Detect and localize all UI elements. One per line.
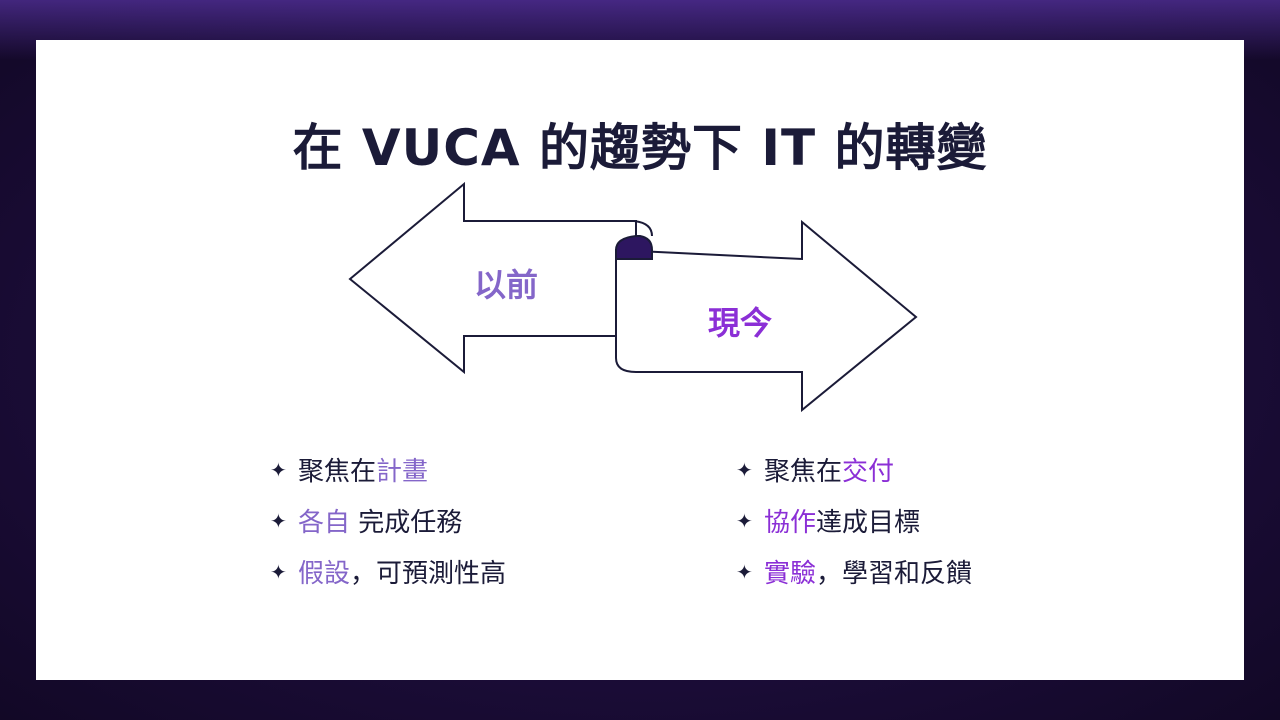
item-text: ，可預測性高 xyxy=(350,559,507,589)
slide-title: 在 VUCA 的趨勢下 IT 的轉變 xyxy=(292,119,988,177)
list-item: ✦ 協作達成目標 xyxy=(736,495,972,546)
list-item: ✦ 聚焦在交付 xyxy=(736,444,972,495)
arrow-diagram xyxy=(348,181,918,413)
four-pointed-star-icon: ✦ xyxy=(270,457,287,482)
item-highlight: 各自 xyxy=(298,508,351,538)
ribbon-top-edge xyxy=(633,220,653,237)
arrow-label-present: 現今 xyxy=(708,304,773,342)
list-item: ✦ 聚焦在計畫 xyxy=(270,444,506,495)
list-item: ✦ 假設，可預測性高 xyxy=(270,546,506,597)
list-item: ✦ 實驗，學習和反饋 xyxy=(736,546,972,597)
present-list: ✦ 聚焦在交付 ✦ 協作達成目標 ✦ 實驗，學習和反饋 xyxy=(736,444,972,597)
four-pointed-star-icon: ✦ xyxy=(270,508,287,533)
item-text: 完成任務 xyxy=(350,508,463,538)
item-text: 達成目標 xyxy=(816,508,921,538)
slide: 在 VUCA 的趨勢下 IT 的轉變 以前 現今 ✦ 聚焦在計畫 ✦ 各自 完成… xyxy=(36,40,1244,680)
past-list: ✦ 聚焦在計畫 ✦ 各自 完成任務 ✦ 假設，可預測性高 xyxy=(270,444,506,597)
item-highlight: 交付 xyxy=(842,457,895,487)
arrow-label-past: 以前 xyxy=(474,266,539,304)
four-pointed-star-icon: ✦ xyxy=(736,508,753,533)
four-pointed-star-icon: ✦ xyxy=(736,457,753,482)
item-highlight: 協作 xyxy=(764,508,817,538)
right-arrow-shape xyxy=(615,219,918,413)
item-text: 聚焦在 xyxy=(298,457,377,487)
item-text: 聚焦在 xyxy=(764,457,843,487)
item-text: ，學習和反饋 xyxy=(816,559,973,589)
four-pointed-star-icon: ✦ xyxy=(736,559,753,584)
list-item: ✦ 各自 完成任務 xyxy=(270,495,506,546)
four-pointed-star-icon: ✦ xyxy=(270,559,287,584)
item-highlight: 計畫 xyxy=(376,457,429,487)
item-highlight: 假設 xyxy=(298,559,351,589)
ribbon-fold-shape xyxy=(615,235,653,260)
item-highlight: 實驗 xyxy=(764,559,817,589)
